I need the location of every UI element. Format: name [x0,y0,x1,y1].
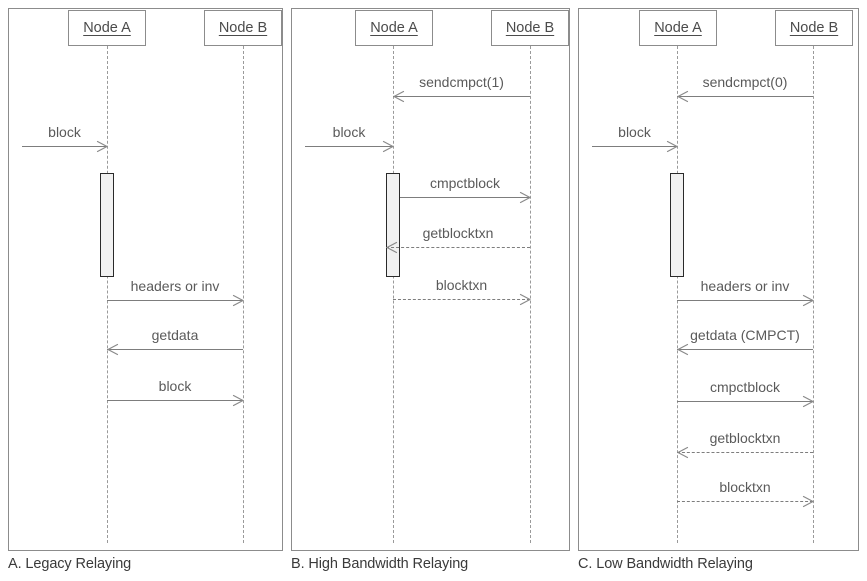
panel-a-node-b-label: Node B [218,20,268,36]
panel-b-caption: B. High Bandwidth Relaying [291,556,469,572]
panel-a-node-b-box[interactable]: Node B [204,10,282,46]
panel-c-msg-getdata-cmpct-label: getdata (CMPCT) [690,327,800,343]
panel-a-msg-block-in-arrowhead [96,140,108,153]
panel-b-msg-sendcmpct-1-label: sendcmpct(1) [419,74,504,90]
panel-c-msg-sendcmpct-0-arrowhead [677,90,689,103]
panel-a-msg-block-out-line [107,400,243,401]
panel-a-node-b-lifeline [243,46,244,543]
panel-b-node-b-label: Node B [505,20,555,36]
panel-c-node-a-box[interactable]: Node A [639,10,717,46]
panel-b-activation-bar [386,173,400,277]
panel-a-activation-bar [100,173,114,277]
panel-c-msg-getdata-cmpct-arrowhead [677,343,689,356]
panel-b-msg-cmpctblock-line [400,197,530,198]
panel-c-msg-headers-or-inv-label: headers or inv [700,278,790,294]
panel-a-msg-headers-or-inv-arrowhead [232,294,244,307]
panel-c-node-b-label: Node B [789,20,839,36]
panel-b-msg-sendcmpct-1-arrowhead [393,90,405,103]
panel-a-msg-getdata-line [107,349,243,350]
panel-b-msg-getblocktxn-label: getblocktxn [422,225,494,241]
panel-c-msg-getblocktxn-line [677,452,813,453]
panel-a-node-a-label: Node A [83,20,131,36]
panel-c-node-b-box[interactable]: Node B [775,10,853,46]
panel-c-msg-getblocktxn-arrowhead [677,446,689,459]
panel-a-node-a-box[interactable]: Node A [68,10,146,46]
panel-c-msg-block-in-arrowhead [666,140,678,153]
panel-b-msg-block-in-line [305,146,393,147]
panel-b-msg-getblocktxn-arrowhead [386,241,398,254]
panel-c-msg-block-in-label: block [618,124,651,140]
panel-c-activation-bar [670,173,684,277]
panel-b-node-b-lifeline [530,46,531,543]
panel-a-msg-headers-or-inv-label: headers or inv [130,278,220,294]
panel-a-msg-getdata-arrowhead [107,343,119,356]
panel-a-msg-block-in-line [22,146,107,147]
panel-a-msg-getdata-label: getdata [151,327,199,343]
panel-c-msg-blocktxn-line [677,501,813,502]
panel-c-node-b-lifeline [813,46,814,543]
panel-b-msg-getblocktxn-line [386,247,530,248]
panel-c-node-a-label: Node A [654,20,702,36]
panel-b-msg-blocktxn-arrowhead [519,293,531,306]
panel-a [8,8,283,551]
panel-b-node-a-label: Node A [370,20,418,36]
panel-a-msg-block-out-label: block [158,378,192,394]
panel-c-msg-block-in-line [592,146,677,147]
panel-a-msg-block-in-label: block [48,124,81,140]
panel-a-msg-headers-or-inv-line [107,300,243,301]
panel-c-node-a-lifeline [677,46,678,543]
panel-b-msg-sendcmpct-1-line [393,96,530,97]
panel-c-caption: C. Low Bandwidth Relaying [578,556,753,572]
panel-a-node-a-lifeline [107,46,108,543]
panel-b-msg-block-in-arrowhead [382,140,394,153]
panel-c-msg-getdata-cmpct-line [677,349,813,350]
panel-c-msg-sendcmpct-0-label: sendcmpct(0) [702,74,788,90]
panel-b-msg-blocktxn-line [393,299,530,300]
panel-c [578,8,859,551]
panel-a-msg-block-out-arrowhead [232,394,244,407]
panel-c-msg-getblocktxn-label: getblocktxn [709,430,781,446]
panel-c-msg-sendcmpct-0-line [677,96,813,97]
panel-c-msg-cmpctblock-line [677,401,813,402]
panel-b-msg-block-in-label: block [332,124,366,140]
panel-b-node-a-lifeline [393,46,394,543]
panel-c-msg-headers-or-inv-line [677,300,813,301]
panel-b-msg-cmpctblock-label: cmpctblock [429,175,501,191]
panel-c-msg-cmpctblock-label: cmpctblock [709,379,781,395]
panel-a-caption: A. Legacy Relaying [8,556,132,572]
panel-b [291,8,570,551]
panel-c-msg-cmpctblock-arrowhead [802,395,814,408]
panel-b-msg-cmpctblock-arrowhead [519,191,531,204]
panel-c-msg-blocktxn-arrowhead [802,495,814,508]
panel-b-node-a-box[interactable]: Node A [355,10,433,46]
panel-b-node-b-box[interactable]: Node B [491,10,569,46]
panel-c-msg-blocktxn-label: blocktxn [719,479,771,495]
panel-b-msg-blocktxn-label: blocktxn [435,277,488,293]
panel-c-msg-headers-or-inv-arrowhead [802,294,814,307]
